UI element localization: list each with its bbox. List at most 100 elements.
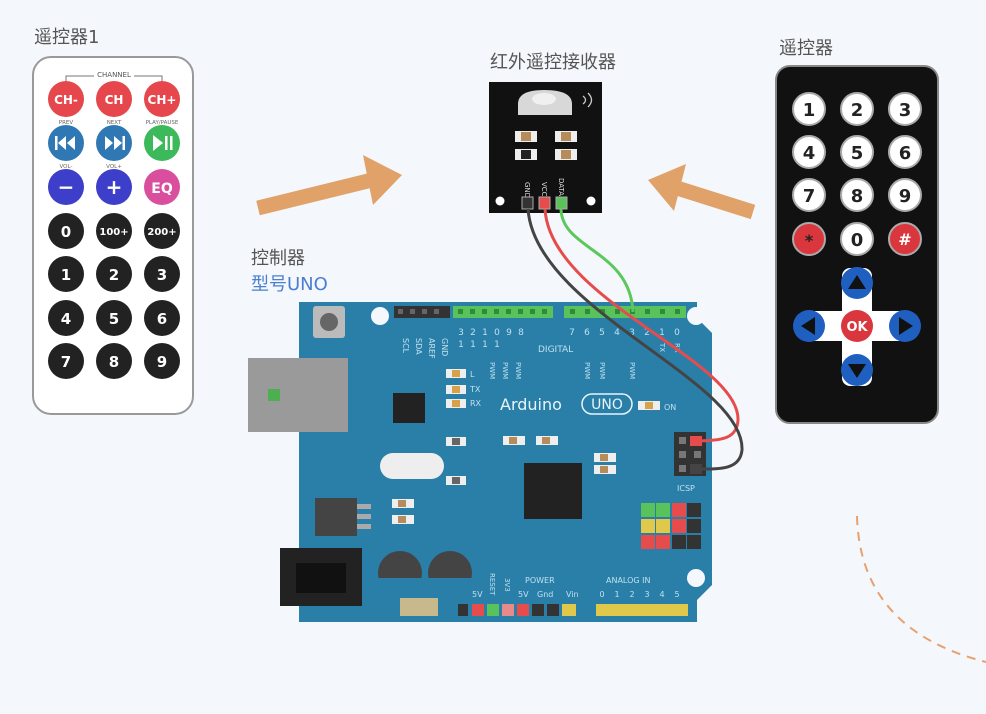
r2-key-9-button[interactable]: 9 [888,178,922,212]
dashed-arc [856,515,986,663]
pin-gnd-label: GND [523,182,531,198]
key-7-button[interactable]: 7 [48,343,84,379]
r2-key-7-button[interactable]: 7 [792,178,826,212]
r2-key-8-button[interactable]: 8 [840,178,874,212]
vol-minus-button[interactable]: − [48,169,84,205]
on-label: ON [664,403,676,412]
svg-text:200+: 200+ [147,227,176,238]
key-8-button[interactable]: 8 [96,343,132,379]
scl-label: SCL [401,338,410,354]
reset-pin-label: RESET [488,573,496,596]
play-pause-icon [153,135,173,151]
dpad-left-button[interactable] [793,310,825,342]
prev-button[interactable] [48,125,84,161]
play-pause-button[interactable] [144,125,180,161]
key-3-button[interactable]: 3 [144,256,180,292]
r2-key-4-button[interactable]: 4 [792,135,826,169]
svg-text:4: 4 [61,310,71,328]
svg-text:CH: CH [105,93,124,107]
ok-button[interactable]: OK [841,310,873,342]
remote2-label: 遥控器 [779,38,833,59]
r2-key-1-button[interactable]: 1 [792,92,826,126]
svg-text:5: 5 [851,143,864,164]
r2-key-5-button[interactable]: 5 [840,135,874,169]
dpad-right-button[interactable] [889,310,921,342]
pin-vcc-label: VCC [540,182,548,197]
svg-text:7: 7 [61,353,71,371]
ch-minus-button[interactable]: CH- [48,81,84,117]
d13-tens-label: 1 [458,340,464,350]
eq-button[interactable]: EQ [144,169,180,205]
ch-button[interactable]: CH [96,81,132,117]
board-brand-text: Arduino [500,395,562,414]
d11-label: 1 [482,328,488,338]
pin-gnd [521,196,534,210]
r2-key-0-button[interactable]: 0 [840,222,874,256]
key-4-button[interactable]: 4 [48,300,84,336]
pwm-label-2: PWM [501,362,509,379]
d11-tens-label: 1 [482,340,488,350]
svg-text:4: 4 [803,143,816,164]
arrow-right-to-receiver [648,164,756,220]
key-5-button[interactable]: 5 [96,300,132,336]
power-header [458,604,576,616]
ir-signal-icon [582,92,593,108]
v5-left-label: 5V [472,590,483,599]
a1-label: 1 [614,590,619,599]
usb-indicator [268,389,280,401]
key-100-plus-button[interactable]: 100+ [96,213,132,249]
v33-pin-label: 3V3 [503,578,511,592]
arrow-left-icon [801,317,815,335]
svg-text:100+: 100+ [99,227,128,238]
receiver-label: 红外遥控接收器 [490,52,616,73]
r2-key-2-button[interactable]: 2 [840,92,874,126]
svg-text:*: * [805,231,814,250]
led-rx-label: RX [470,399,482,408]
key-200-plus-button[interactable]: 200+ [144,213,180,249]
svg-text:8: 8 [109,353,119,371]
r2-star-button[interactable]: * [792,222,826,256]
sda-label: SDA [414,338,423,355]
wire-vcc [543,208,740,443]
svg-text:3: 3 [899,100,912,121]
gnd-label: GND [440,338,449,356]
dpad-down-button[interactable] [841,354,873,386]
vol-plus-caption: VOL+ [106,164,122,170]
smd-components [392,436,616,524]
d10-tens-label: 1 [494,340,500,350]
key-9-button[interactable]: 9 [144,343,180,379]
d4-label: 4 [614,328,620,338]
next-button[interactable] [96,125,132,161]
d12-label: 2 [470,328,476,338]
arrow-up-icon [848,275,866,289]
remote-1: CHANNEL CH- CH CH+ PREV NEXT PLAY/PAUSE … [32,56,194,415]
arduino-board: SCL SDA AREF GND 3 2 1 0 9 8 7 6 5 4 3 2… [248,302,712,622]
rewind-icon [55,136,75,150]
analog-label: ANALOG IN [606,576,651,585]
arrow-down-icon [848,364,866,378]
fast-forward-icon [105,136,125,150]
key-6-button[interactable]: 6 [144,300,180,336]
dpad-up-button[interactable] [841,267,873,299]
key-2-button[interactable]: 2 [96,256,132,292]
vol-minus-caption: VOL- [60,164,73,170]
svg-text:2: 2 [851,100,864,121]
icsp-vcc-pin [690,436,702,446]
key-1-button[interactable]: 1 [48,256,84,292]
key-0-button[interactable]: 0 [48,213,84,249]
icsp-gnd-pin [690,464,702,474]
color-grid [641,503,701,549]
pin-data-label: DATA [557,178,565,196]
svg-text:2: 2 [109,266,119,284]
uno-badge [581,393,633,415]
r2-hash-button[interactable]: # [888,222,922,256]
ch-plus-button[interactable]: CH+ [144,81,180,117]
ir-receiver: GND VCC DATA [489,82,602,213]
svg-text:9: 9 [899,186,912,207]
r2-key-3-button[interactable]: 3 [888,92,922,126]
r2-key-6-button[interactable]: 6 [888,135,922,169]
svg-text:6: 6 [899,143,912,164]
pin-data [555,196,568,210]
vol-plus-button[interactable]: + [96,169,132,205]
